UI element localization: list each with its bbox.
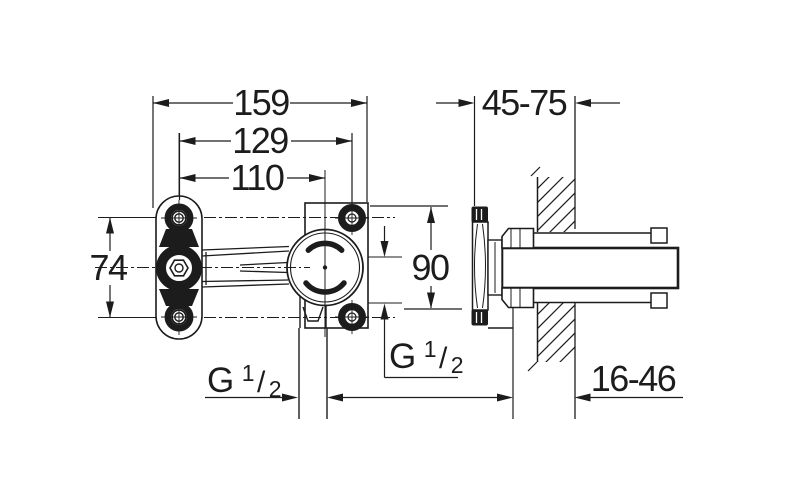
screw-bottom-left	[161, 299, 197, 335]
lower-nut	[501, 287, 535, 309]
dim-label-110: 110	[231, 157, 284, 198]
wall-section	[527, 96, 576, 419]
body-center-dot	[322, 265, 328, 270]
dim-label-129: 129	[232, 120, 288, 161]
dim-label-90: 90	[411, 247, 449, 288]
flange-top-cap	[471, 206, 488, 223]
dim-label-45-75: 45-75	[482, 82, 567, 123]
upper-nut	[501, 227, 535, 249]
dim-body-height: 90	[370, 205, 462, 310]
thread-callout-bottom-outlet: G 1 / 2	[205, 360, 298, 402]
side-view	[471, 96, 680, 419]
screw-top-left	[161, 200, 197, 236]
thread-label-rear-outlet: G 1 / 2	[389, 336, 464, 378]
bracket-shading-top	[159, 229, 199, 247]
inlet-hub	[156, 245, 202, 291]
dim-hole-spacing-height: 74	[89, 217, 128, 318]
bracket-shading-bottom	[159, 289, 199, 306]
flange-side	[471, 206, 489, 326]
connecting-arm	[201, 245, 290, 288]
dim-overall-width: 159	[152, 82, 368, 208]
dim-hole-spacing-width: 129	[178, 120, 353, 203]
cam-slot-top	[305, 240, 345, 253]
dim-center-width: 110	[179, 157, 325, 198]
dim-label-16-46: 16-46	[591, 358, 676, 399]
front-view	[155, 170, 402, 419]
body-tube	[500, 246, 680, 290]
dim-wall-range: 16-46	[327, 358, 683, 402]
dimensions: 159 129 110 74	[89, 82, 683, 402]
thread-label-bottom-outlet: G 1 / 2	[207, 360, 282, 402]
thread-callout-rear-outlet: G 1 / 2	[380, 226, 464, 379]
dim-label-159: 159	[233, 82, 289, 123]
screw-bottom-right	[335, 300, 369, 334]
wall-hatch-top	[537, 177, 575, 232]
wall-hatch-bottom	[537, 303, 575, 362]
cam-slot-bottom	[303, 280, 347, 295]
bottom-outlet	[298, 296, 328, 419]
protective-sleeve	[533, 227, 668, 309]
dim-label-74: 74	[89, 247, 127, 288]
screw-top-right	[335, 201, 369, 235]
dim-mounting-depth: 45-75	[436, 82, 620, 206]
flange-bottom-cap	[471, 309, 488, 326]
